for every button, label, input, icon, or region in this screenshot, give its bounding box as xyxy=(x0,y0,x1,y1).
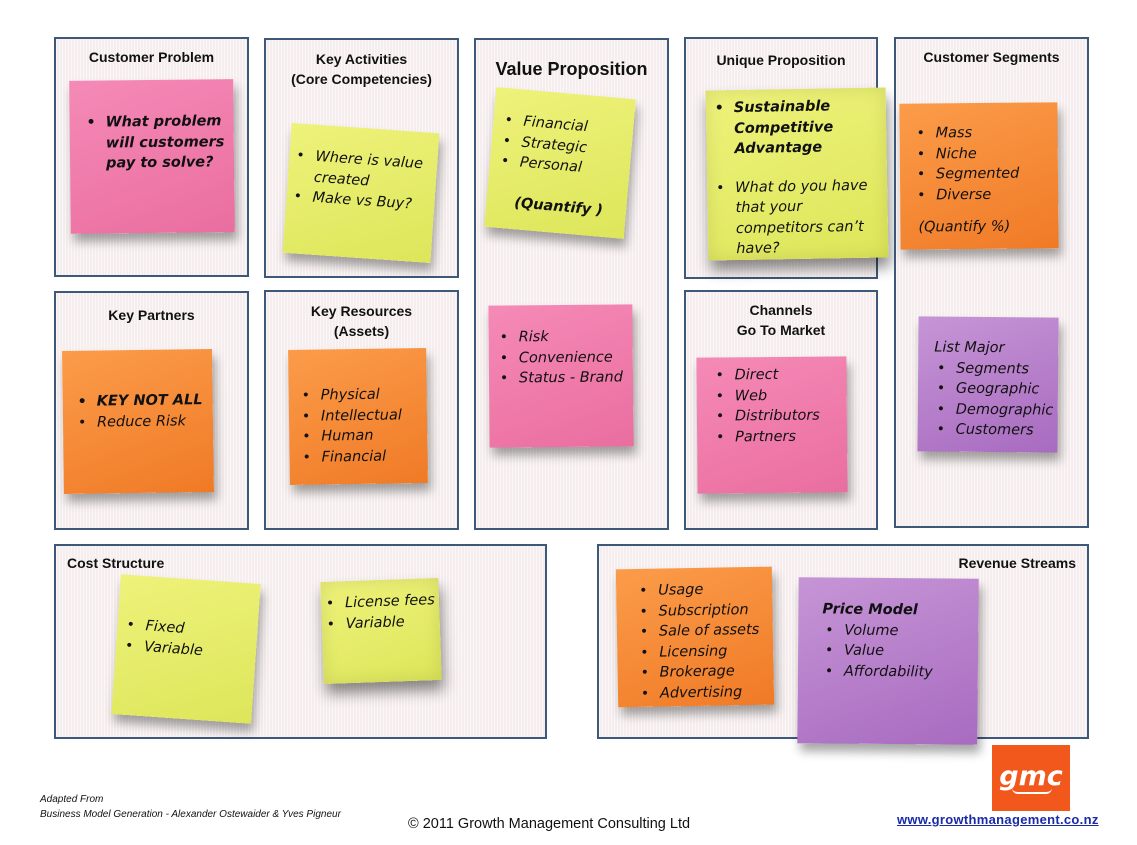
value-proposition-title: Value Proposition xyxy=(495,59,648,79)
logo-swoosh-icon xyxy=(1012,788,1052,794)
kr-item-physical: Physical xyxy=(299,384,423,406)
adapted-from-label: Adapted From xyxy=(40,794,104,805)
value-proposition-note-1: Financial Strategic Personal (Quantify ) xyxy=(484,87,636,239)
gmc-logo-text: gmc xyxy=(999,761,1063,792)
customer-segments-note-1: Mass Niche Segmented Diverse (Quantify %… xyxy=(899,102,1059,250)
cost-structure-note-2: License fees Variable xyxy=(320,577,442,685)
cs-quantify: (Quantify %) xyxy=(918,218,1011,236)
ch-item-direct: Direct xyxy=(712,364,842,386)
customer-segments-note-2: List Major Segments Geographic Demograph… xyxy=(917,316,1059,453)
cs-list-label: List Major xyxy=(934,339,1005,357)
cs-list-geographic: Geographic xyxy=(934,379,1056,401)
ch-item-web: Web xyxy=(713,385,843,407)
rev-item-advertising: Advertising xyxy=(638,681,770,704)
cs-list-demographic: Demographic xyxy=(934,399,1056,421)
customer-problem-title: Customer Problem xyxy=(88,49,215,65)
key-resources-note: Physical Intellectual Human Financial xyxy=(288,348,428,485)
cs-item-niche: Niche xyxy=(914,143,1054,165)
vp-item-status: Status - Brand xyxy=(497,367,629,389)
price-item-affordability: Affordability xyxy=(822,661,974,683)
cost-structure-note-1: Fixed Variable xyxy=(111,574,261,724)
cs-item-mass: Mass xyxy=(914,122,1054,144)
channels-title: Channels Go To Market xyxy=(736,302,826,338)
adapted-from-source: Business Model Generation - Alexander Os… xyxy=(40,809,341,820)
vp-item-risk: Risk xyxy=(497,326,629,348)
cs-item-segmented: Segmented xyxy=(914,163,1054,185)
up-item-advantage: Sustainable Competitive Advantage xyxy=(712,96,883,160)
customer-problem-question: What problem will customers pay to solve… xyxy=(84,111,227,174)
vp-item-convenience: Convenience xyxy=(497,347,629,369)
price-item-value: Value xyxy=(822,640,974,662)
customer-segments-title: Customer Segments xyxy=(923,49,1060,65)
ch-item-distributors: Distributors xyxy=(713,405,843,427)
cs-item-diverse: Diverse xyxy=(914,184,1054,206)
revenue-streams-note: Usage Subscription Sale of assets Licens… xyxy=(615,566,775,708)
rev-item-sale-of-assets: Sale of assets xyxy=(637,620,769,643)
kp-item-reduce-risk: Reduce Risk xyxy=(75,411,209,433)
revenue-streams-title: Revenue Streams xyxy=(958,555,1076,571)
channels-note: Direct Web Distributors Partners xyxy=(696,356,848,494)
kp-item-key-not-all: KEY NOT ALL xyxy=(75,390,209,412)
unique-proposition-title: Unique Proposition xyxy=(716,52,846,68)
key-resources-title: Key Resources (Assets) xyxy=(310,303,413,339)
gmc-logo: gmc xyxy=(992,745,1070,811)
price-item-volume: Volume xyxy=(822,620,974,642)
rev-item-subscription: Subscription xyxy=(636,599,768,622)
key-partners-note: KEY NOT ALL Reduce Risk xyxy=(62,348,214,495)
vp-quantify: (Quantify ) xyxy=(513,194,604,219)
key-activities-title: Key Activities (Core Competencies) xyxy=(291,51,432,87)
price-model-title: Price Model xyxy=(822,601,918,619)
up-item-competitors: What do you have that your competitors c… xyxy=(713,175,884,260)
cost-structure-title: Cost Structure xyxy=(67,555,165,571)
rev-item-licensing: Licensing xyxy=(637,640,769,663)
price-model-note: Price Model Volume Value Affordability xyxy=(797,577,979,745)
cs-list-customers: Customers xyxy=(934,420,1056,442)
kr-item-human: Human xyxy=(299,425,423,447)
kr-item-financial: Financial xyxy=(299,446,423,468)
cs-list-segments: Segments xyxy=(934,358,1056,380)
key-partners-title: Key Partners xyxy=(108,307,195,323)
unique-proposition-note: Sustainable Competitive Advantage What d… xyxy=(705,87,889,261)
rev-item-usage: Usage xyxy=(636,579,768,602)
key-activities-note: Where is value created Make vs Buy? xyxy=(282,122,440,264)
cost-item-variable-2: Variable xyxy=(323,611,438,635)
customer-problem-note: What problem will customers pay to solve… xyxy=(69,79,235,234)
kr-item-intellectual: Intellectual xyxy=(299,405,423,427)
copyright: © 2011 Growth Management Consulting Ltd xyxy=(408,816,691,832)
value-proposition-note-2: Risk Convenience Status - Brand xyxy=(488,304,634,448)
website-link[interactable]: www.growthmanagement.co.nz xyxy=(897,812,1099,827)
ch-item-partners: Partners xyxy=(713,426,843,448)
rev-item-brokerage: Brokerage xyxy=(637,661,769,684)
